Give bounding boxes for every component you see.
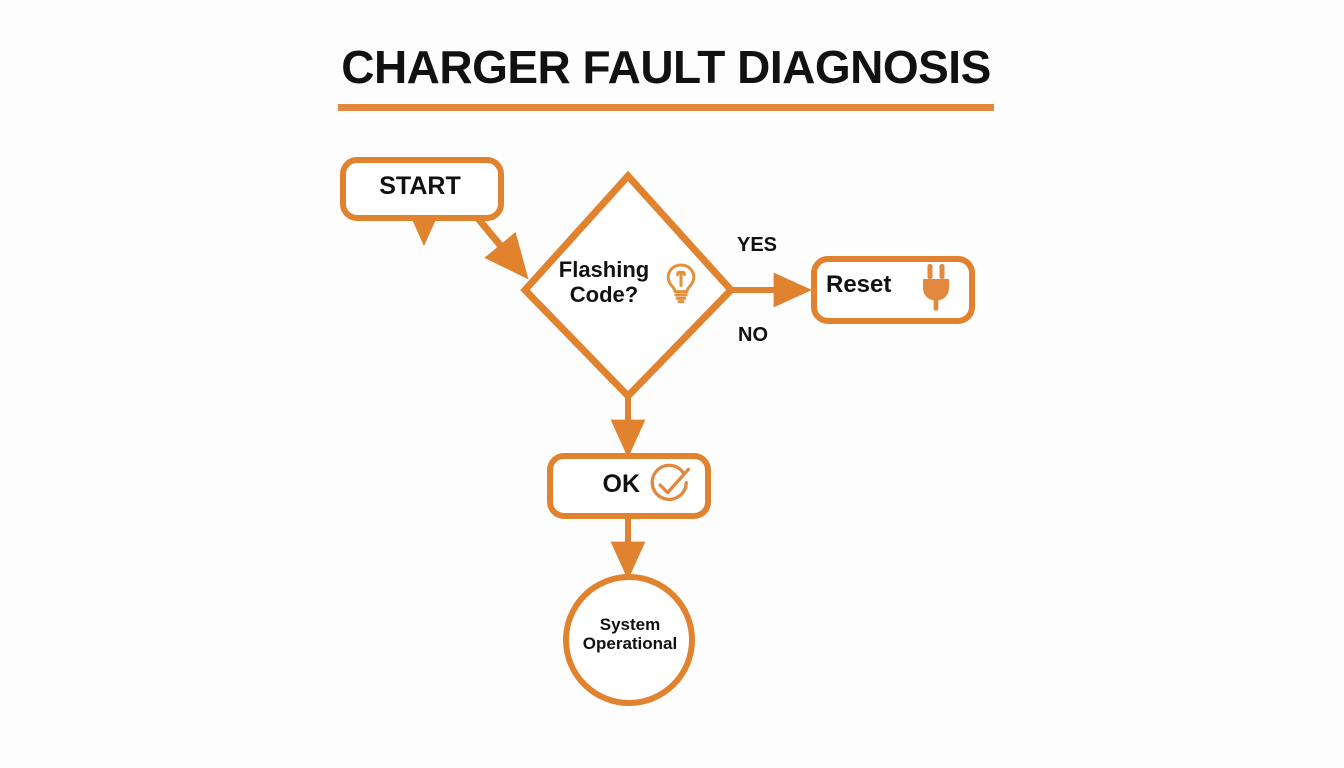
check-circle-icon [650, 463, 691, 502]
node-layer [340, 157, 975, 706]
node-terminal[interactable] [563, 574, 695, 706]
title-block: CHARGER FAULT DIAGNOSIS [338, 44, 994, 111]
lightbulb-icon [666, 263, 696, 304]
icon-layer [650, 263, 949, 502]
title-underline [338, 104, 994, 111]
page-title: CHARGER FAULT DIAGNOSIS [341, 41, 991, 93]
edge-start-to-decision [473, 213, 529, 280]
node-start[interactable] [340, 157, 504, 221]
power-plug-icon [923, 264, 949, 311]
node-decision[interactable] [520, 170, 736, 402]
